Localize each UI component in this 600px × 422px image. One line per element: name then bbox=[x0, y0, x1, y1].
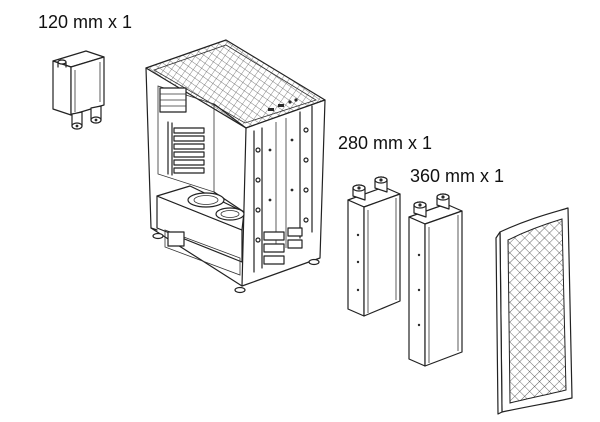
radiator-360-label: 360 mm x 1 bbox=[410, 166, 505, 186]
radiator-360-illustration bbox=[408, 193, 463, 367]
front-mesh-panel-illustration bbox=[495, 207, 573, 415]
radiator-280-illustration bbox=[347, 176, 401, 317]
pc-case-illustration bbox=[145, 39, 326, 294]
radiator-120-illustration bbox=[52, 50, 105, 130]
radiator-280-label: 280 mm x 1 bbox=[338, 133, 433, 153]
radiator-120-label: 120 mm x 1 bbox=[38, 12, 133, 32]
